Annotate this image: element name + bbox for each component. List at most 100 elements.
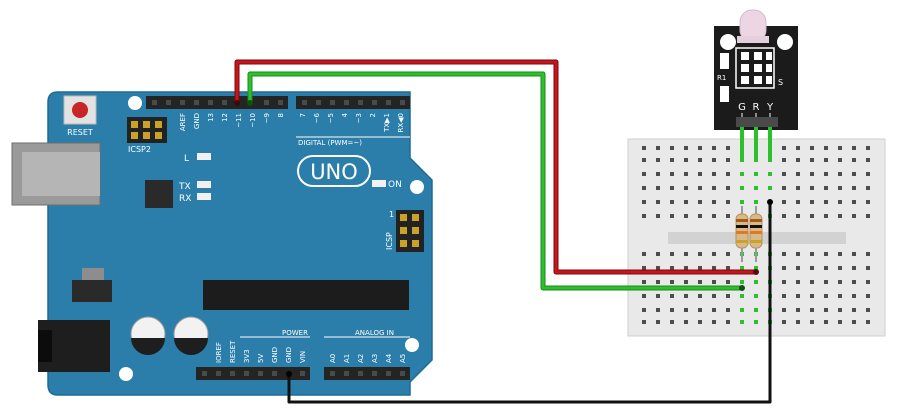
icsp2-header: [127, 117, 167, 143]
breadboard-hole: [712, 280, 716, 284]
breadboard-hole: [656, 186, 660, 190]
breadboard-hole-connected: [754, 200, 758, 204]
breadboard-hole: [684, 294, 688, 298]
pin-label: 3V3: [243, 349, 251, 363]
breadboard-hole: [642, 294, 646, 298]
module-pin-y-label: Y: [766, 102, 774, 113]
breadboard-hole: [726, 214, 730, 218]
breadboard-hole: [866, 146, 870, 150]
breadboard-hole: [824, 280, 828, 284]
l-led: [197, 153, 211, 160]
breadboard-hole: [782, 214, 786, 218]
breadboard-hole: [712, 320, 716, 324]
mount-hole: [405, 338, 419, 352]
rx-led: [197, 193, 211, 200]
breadboard-hole: [782, 172, 786, 176]
breadboard-hole: [726, 146, 730, 150]
breadboard-hole: [810, 214, 814, 218]
breadboard-hole: [642, 186, 646, 190]
pin-label: IOREF: [215, 342, 223, 363]
breadboard-hole: [810, 172, 814, 176]
digital-pin-label: ~10: [249, 113, 257, 128]
breadboard-hole: [656, 280, 660, 284]
breadboard-hole: [670, 266, 674, 270]
breadboard-hole: [838, 186, 842, 190]
atmega-chip: [203, 280, 409, 310]
module-smd-1: [720, 53, 729, 69]
breadboard-hole: [866, 252, 870, 256]
breadboard-hole: [852, 172, 856, 176]
breadboard-hole-connected: [740, 172, 744, 176]
breadboard-hole: [866, 172, 870, 176]
breadboard-hole: [824, 172, 828, 176]
breadboard-hole: [852, 146, 856, 150]
breadboard-hole-connected: [740, 158, 744, 162]
breadboard-hole-connected: [754, 294, 758, 298]
breadboard-hole-connected: [740, 320, 744, 324]
breadboard-hole: [726, 158, 730, 162]
breadboard-hole: [656, 320, 660, 324]
breadboard-hole: [726, 200, 730, 204]
breadboard-hole: [796, 294, 800, 298]
uno-logo: UNO: [310, 160, 358, 184]
module-pin-r-label: R: [753, 102, 760, 113]
module-legs: [740, 127, 772, 160]
breadboard-hole: [810, 200, 814, 204]
pin-label: A2: [357, 354, 365, 363]
red-wire-bb-end: [753, 269, 759, 275]
uno-logo-frame: [297, 155, 371, 187]
breadboard-hole: [712, 146, 716, 150]
pin-label: A0: [329, 354, 337, 363]
black-gnd-wire: [287, 200, 772, 404]
icsp-pin1-label: 1: [389, 210, 394, 219]
digital-pin-label: 8: [277, 113, 285, 117]
breadboard-hole-connected: [754, 280, 758, 284]
breadboard-hole: [866, 320, 870, 324]
digital-pin-label: 4: [341, 112, 349, 117]
breadboard-hole: [712, 308, 716, 312]
breadboard-hole: [698, 280, 702, 284]
digital-pin-label: 2: [369, 113, 377, 117]
red-wire: [235, 60, 758, 274]
breadboard-hole: [866, 280, 870, 284]
breadboard-hole: [684, 214, 688, 218]
mount-hole: [410, 180, 424, 194]
breadboard-hole: [866, 200, 870, 204]
breadboard-hole-connected: [768, 158, 772, 162]
breadboard-hole: [670, 214, 674, 218]
breadboard-hole: [642, 308, 646, 312]
black-wire-end: [286, 371, 292, 377]
breadboard-hole: [670, 158, 674, 162]
breadboard-hole: [782, 186, 786, 190]
breadboard-hole: [796, 280, 800, 284]
mount-hole: [119, 367, 133, 381]
breadboard-hole: [712, 294, 716, 298]
breadboard-hole: [796, 172, 800, 176]
digital-pin-label: 12: [221, 113, 229, 122]
breadboard-hole: [684, 252, 688, 256]
module-mount-hole: [720, 34, 736, 50]
breadboard-hole: [684, 308, 688, 312]
breadboard-hole: [852, 186, 856, 190]
breadboard-hole-connected: [768, 186, 772, 190]
green-wire: [248, 72, 744, 290]
breadboard-hole: [726, 308, 730, 312]
breadboard-hole: [796, 266, 800, 270]
breadboard-hole: [656, 146, 660, 150]
breadboard-hole-connected: [740, 308, 744, 312]
regulator-tab: [82, 268, 104, 282]
breadboard-hole: [824, 186, 828, 190]
pin-label: VIN: [299, 351, 307, 363]
on-led: [372, 180, 386, 187]
breadboard-hole: [698, 252, 702, 256]
breadboard-hole-connected: [754, 308, 758, 312]
breadboard-hole: [670, 186, 674, 190]
breadboard-hole: [726, 252, 730, 256]
breadboard-hole: [838, 320, 842, 324]
breadboard-hole: [726, 320, 730, 324]
breadboard-hole: [670, 252, 674, 256]
tx-led: [197, 181, 211, 188]
